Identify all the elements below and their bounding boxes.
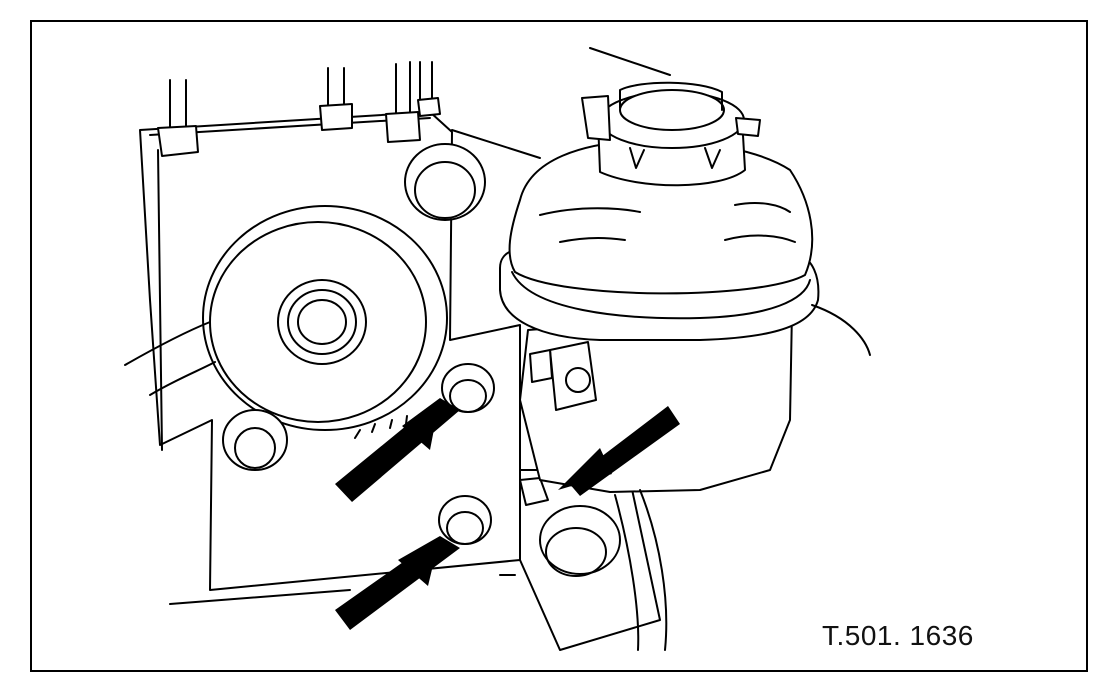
mounting-bolt-upper: [441, 363, 495, 413]
bolt-lower-left: [222, 409, 288, 471]
plug-upper: [404, 143, 486, 221]
background-line: [169, 589, 351, 605]
arrow-lower-bolt: [335, 536, 460, 630]
hose: [149, 361, 216, 396]
background-curve: [811, 304, 871, 356]
pulley: [202, 205, 448, 431]
plug-lower: [539, 505, 621, 577]
housing-edge: [157, 149, 163, 451]
background-line: [589, 47, 671, 76]
mounting-bolt-lower: [438, 495, 492, 545]
background-curve: [614, 494, 640, 651]
reservoir-cap: [581, 81, 761, 187]
figure-reference: T.501. 1636: [822, 620, 974, 651]
pulley-marks: [354, 415, 408, 439]
pipe-fittings: [157, 61, 441, 157]
background-line: [451, 129, 541, 159]
arrow-bracket-bolt: [558, 406, 680, 496]
bracket-tab: [519, 477, 549, 506]
background-curve: [639, 489, 668, 651]
reservoir-clamp: [529, 341, 597, 411]
hose: [124, 321, 211, 366]
reservoir: [499, 139, 820, 493]
arrow-upper-bolt: [335, 398, 460, 502]
